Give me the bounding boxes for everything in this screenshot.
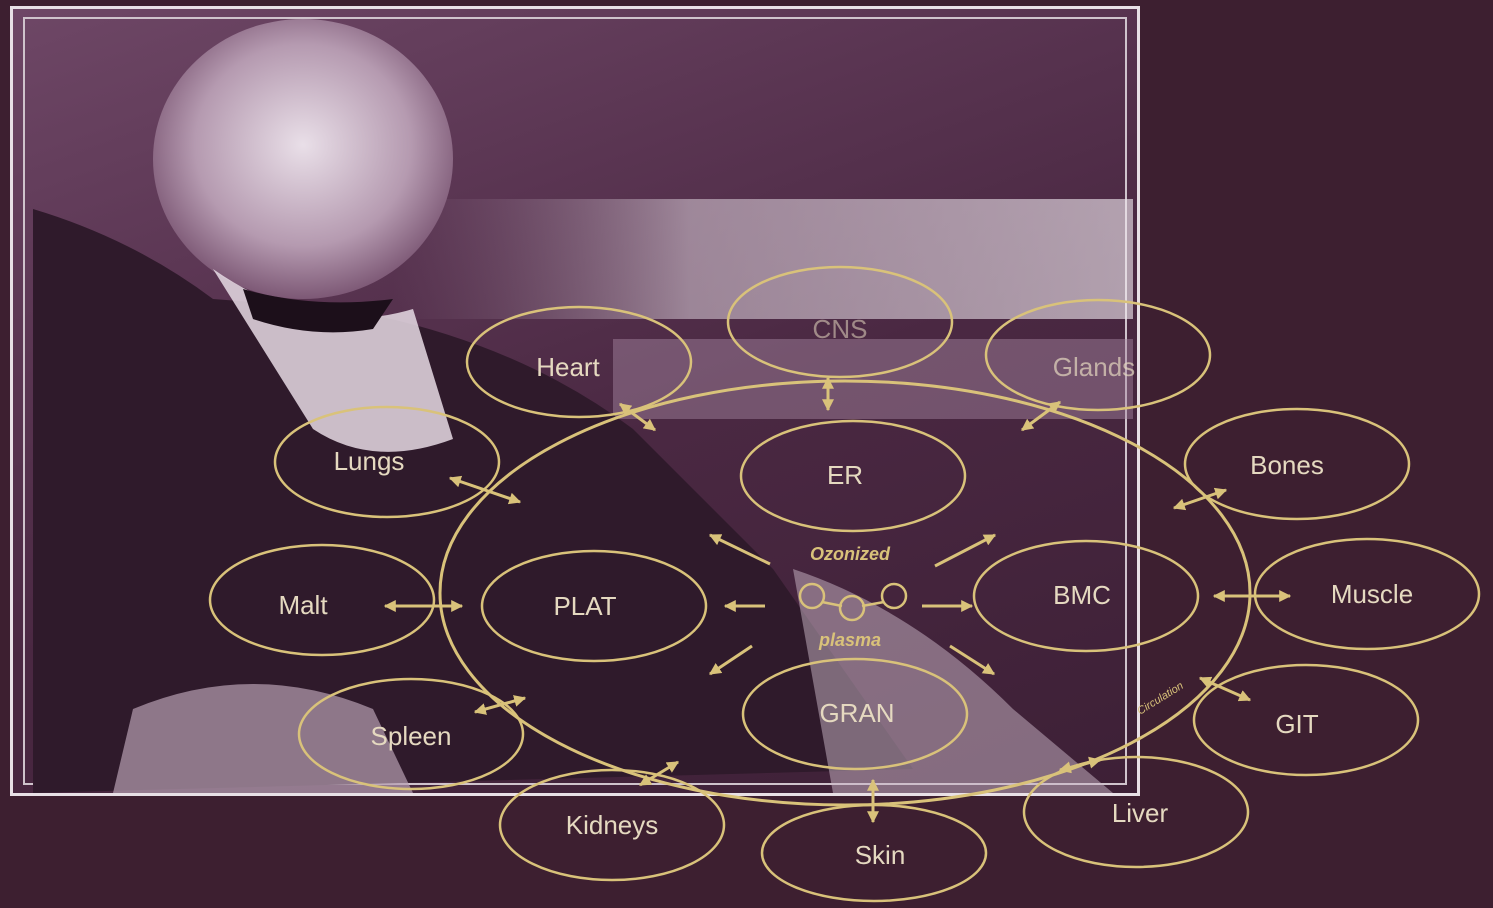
ring-arrows xyxy=(383,376,1292,824)
node-bones: Bones xyxy=(1183,407,1411,521)
node-cns: CNS xyxy=(726,265,954,379)
node-bmc-label: BMC xyxy=(1053,580,1111,610)
node-git: GIT xyxy=(1192,663,1420,777)
node-bones-label: Bones xyxy=(1250,450,1324,480)
node-glands: Glands xyxy=(984,298,1212,412)
ozone-molecule-icon xyxy=(798,582,908,622)
node-plat: PLAT xyxy=(480,549,708,663)
node-muscle: Muscle xyxy=(1253,537,1481,651)
node-liver-label: Liver xyxy=(1112,798,1169,828)
node-malt-label: Malt xyxy=(278,590,328,620)
center-top-label: Ozonized xyxy=(810,544,891,564)
node-lungs-label: Lungs xyxy=(334,446,405,476)
node-heart: Heart xyxy=(465,305,693,419)
node-plat-label: PLAT xyxy=(553,591,616,621)
center-arrows xyxy=(708,533,997,676)
node-spleen: Spleen xyxy=(297,677,525,791)
node-spleen-label: Spleen xyxy=(371,721,452,751)
node-kidneys: Kidneys xyxy=(498,768,726,882)
node-gran-label: GRAN xyxy=(819,698,894,728)
node-liver: Liver xyxy=(1022,755,1250,869)
center-bottom-label: plasma xyxy=(818,630,881,650)
ozonized-plasma-center: Ozonized plasma xyxy=(708,533,997,676)
node-malt: Malt xyxy=(208,543,436,657)
photo-inner-frame xyxy=(23,17,1127,785)
node-er-label: ER xyxy=(827,460,863,490)
node-skin-label: Skin xyxy=(855,840,906,870)
node-muscle-label: Muscle xyxy=(1331,579,1413,609)
node-git-label: GIT xyxy=(1275,709,1318,739)
node-lungs: Lungs xyxy=(273,405,501,519)
node-glands-label: Glands xyxy=(1053,352,1135,382)
node-er: ER xyxy=(739,419,967,533)
node-cns-label: CNS xyxy=(813,314,868,344)
node-kidneys-label: Kidneys xyxy=(566,810,659,840)
node-bmc: BMC xyxy=(972,539,1200,653)
node-heart-label: Heart xyxy=(536,352,600,382)
node-gran: GRAN xyxy=(741,657,969,771)
